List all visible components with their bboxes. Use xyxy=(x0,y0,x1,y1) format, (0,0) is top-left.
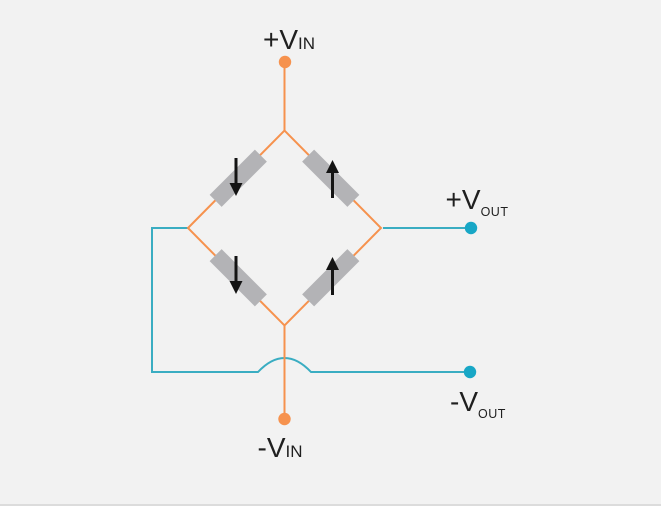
label-positive-input: +VIN xyxy=(262,24,316,55)
arrow-down-icon-top-left xyxy=(229,158,243,196)
terminal-positive-output xyxy=(464,221,478,235)
arrow-down-icon-bottom-left xyxy=(229,256,243,294)
wire-negative-output xyxy=(151,227,470,373)
arrow-up-icon-top-right xyxy=(326,160,339,198)
terminal-negative-input xyxy=(278,412,291,426)
terminal-negative-output xyxy=(463,365,477,379)
arrow-up-icon-bottom-right xyxy=(326,257,339,295)
label-negative-output: -VOUT xyxy=(450,386,506,421)
resistor-bottom-right xyxy=(302,249,360,307)
resistor-bottom-left xyxy=(209,249,267,307)
label-positive-output: +VOUT xyxy=(445,184,509,219)
label-negative-input: -VIN xyxy=(257,432,303,463)
resistor-top-left xyxy=(209,149,267,207)
bridge-diamond xyxy=(186,129,383,327)
resistor-top-right xyxy=(302,149,360,207)
terminal-positive-input xyxy=(278,55,292,69)
